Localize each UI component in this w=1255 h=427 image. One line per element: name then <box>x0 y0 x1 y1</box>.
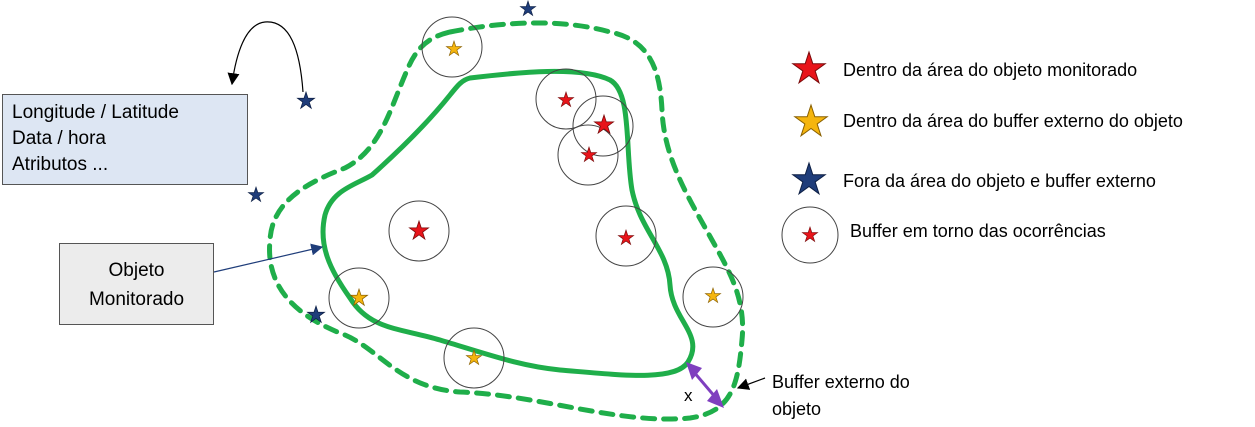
info-line-date-time: Data / hora <box>12 128 106 149</box>
buffer-circle <box>682 266 744 328</box>
blue-star <box>297 92 314 108</box>
external-buffer-label-line-2: objeto <box>772 399 822 419</box>
legend-red-label: Dentro da área do objeto monitorado <box>843 60 1138 80</box>
buffer-circle <box>443 327 505 389</box>
buffer-circle <box>388 200 450 262</box>
monitored-object-box: Objeto Monitorado <box>59 243 214 325</box>
legend-icons <box>781 52 839 264</box>
object-box-line-2: Monitorado <box>88 289 185 310</box>
blue-stars <box>248 1 535 322</box>
legend-blue-label: Fora da área do objeto e buffer externo <box>843 171 1156 191</box>
legend-buffer-circle-icon <box>781 206 839 264</box>
external-buffer-label: Buffer externo do objeto <box>772 369 910 423</box>
yellow-star <box>446 41 461 55</box>
external-buffer-outline <box>267 20 746 422</box>
occurrence-buffers <box>328 16 744 389</box>
buffer-circle <box>535 68 597 130</box>
legend-circle-label: Buffer em torno das ocorrências <box>850 221 1106 241</box>
legend-red-star-icon <box>793 52 825 83</box>
buffer-circle <box>557 124 619 186</box>
legend-yellow-star-icon <box>795 105 827 136</box>
external-buffer-label-line-1: Buffer externo do <box>772 372 910 392</box>
info-line-attributes: Atributos ... <box>12 154 109 175</box>
buffer-circle <box>421 16 483 78</box>
legend-blue-star-icon <box>793 163 825 194</box>
object-arrow <box>213 243 324 273</box>
red-star <box>618 230 633 244</box>
red-star <box>594 115 613 133</box>
red-star <box>558 92 573 106</box>
buffer-circle <box>328 267 390 329</box>
blue-star <box>248 187 263 201</box>
blue-star <box>520 1 535 15</box>
info-line-longitude-latitude: Longitude / Latitude <box>12 102 179 123</box>
buffer-width-x-label: x <box>684 386 693 405</box>
occurrence-info-box: Longitude / Latitude Data / hora Atribut… <box>2 94 248 185</box>
info-arrow <box>227 21 304 93</box>
object-box-line-1: Objeto <box>108 260 165 281</box>
legend-small-red-star-icon <box>802 227 817 241</box>
buffer-circle <box>572 95 634 157</box>
yellow-stars <box>350 41 720 364</box>
yellow-star <box>705 288 720 302</box>
buffer-circle <box>595 205 657 267</box>
red-star <box>409 221 428 239</box>
buffer-width-arrow <box>686 362 724 408</box>
monitored-object-outline <box>320 68 696 378</box>
buffer-label-arrow <box>736 377 766 390</box>
legend-yellow-label: Dentro da área do buffer externo do obje… <box>843 111 1183 131</box>
